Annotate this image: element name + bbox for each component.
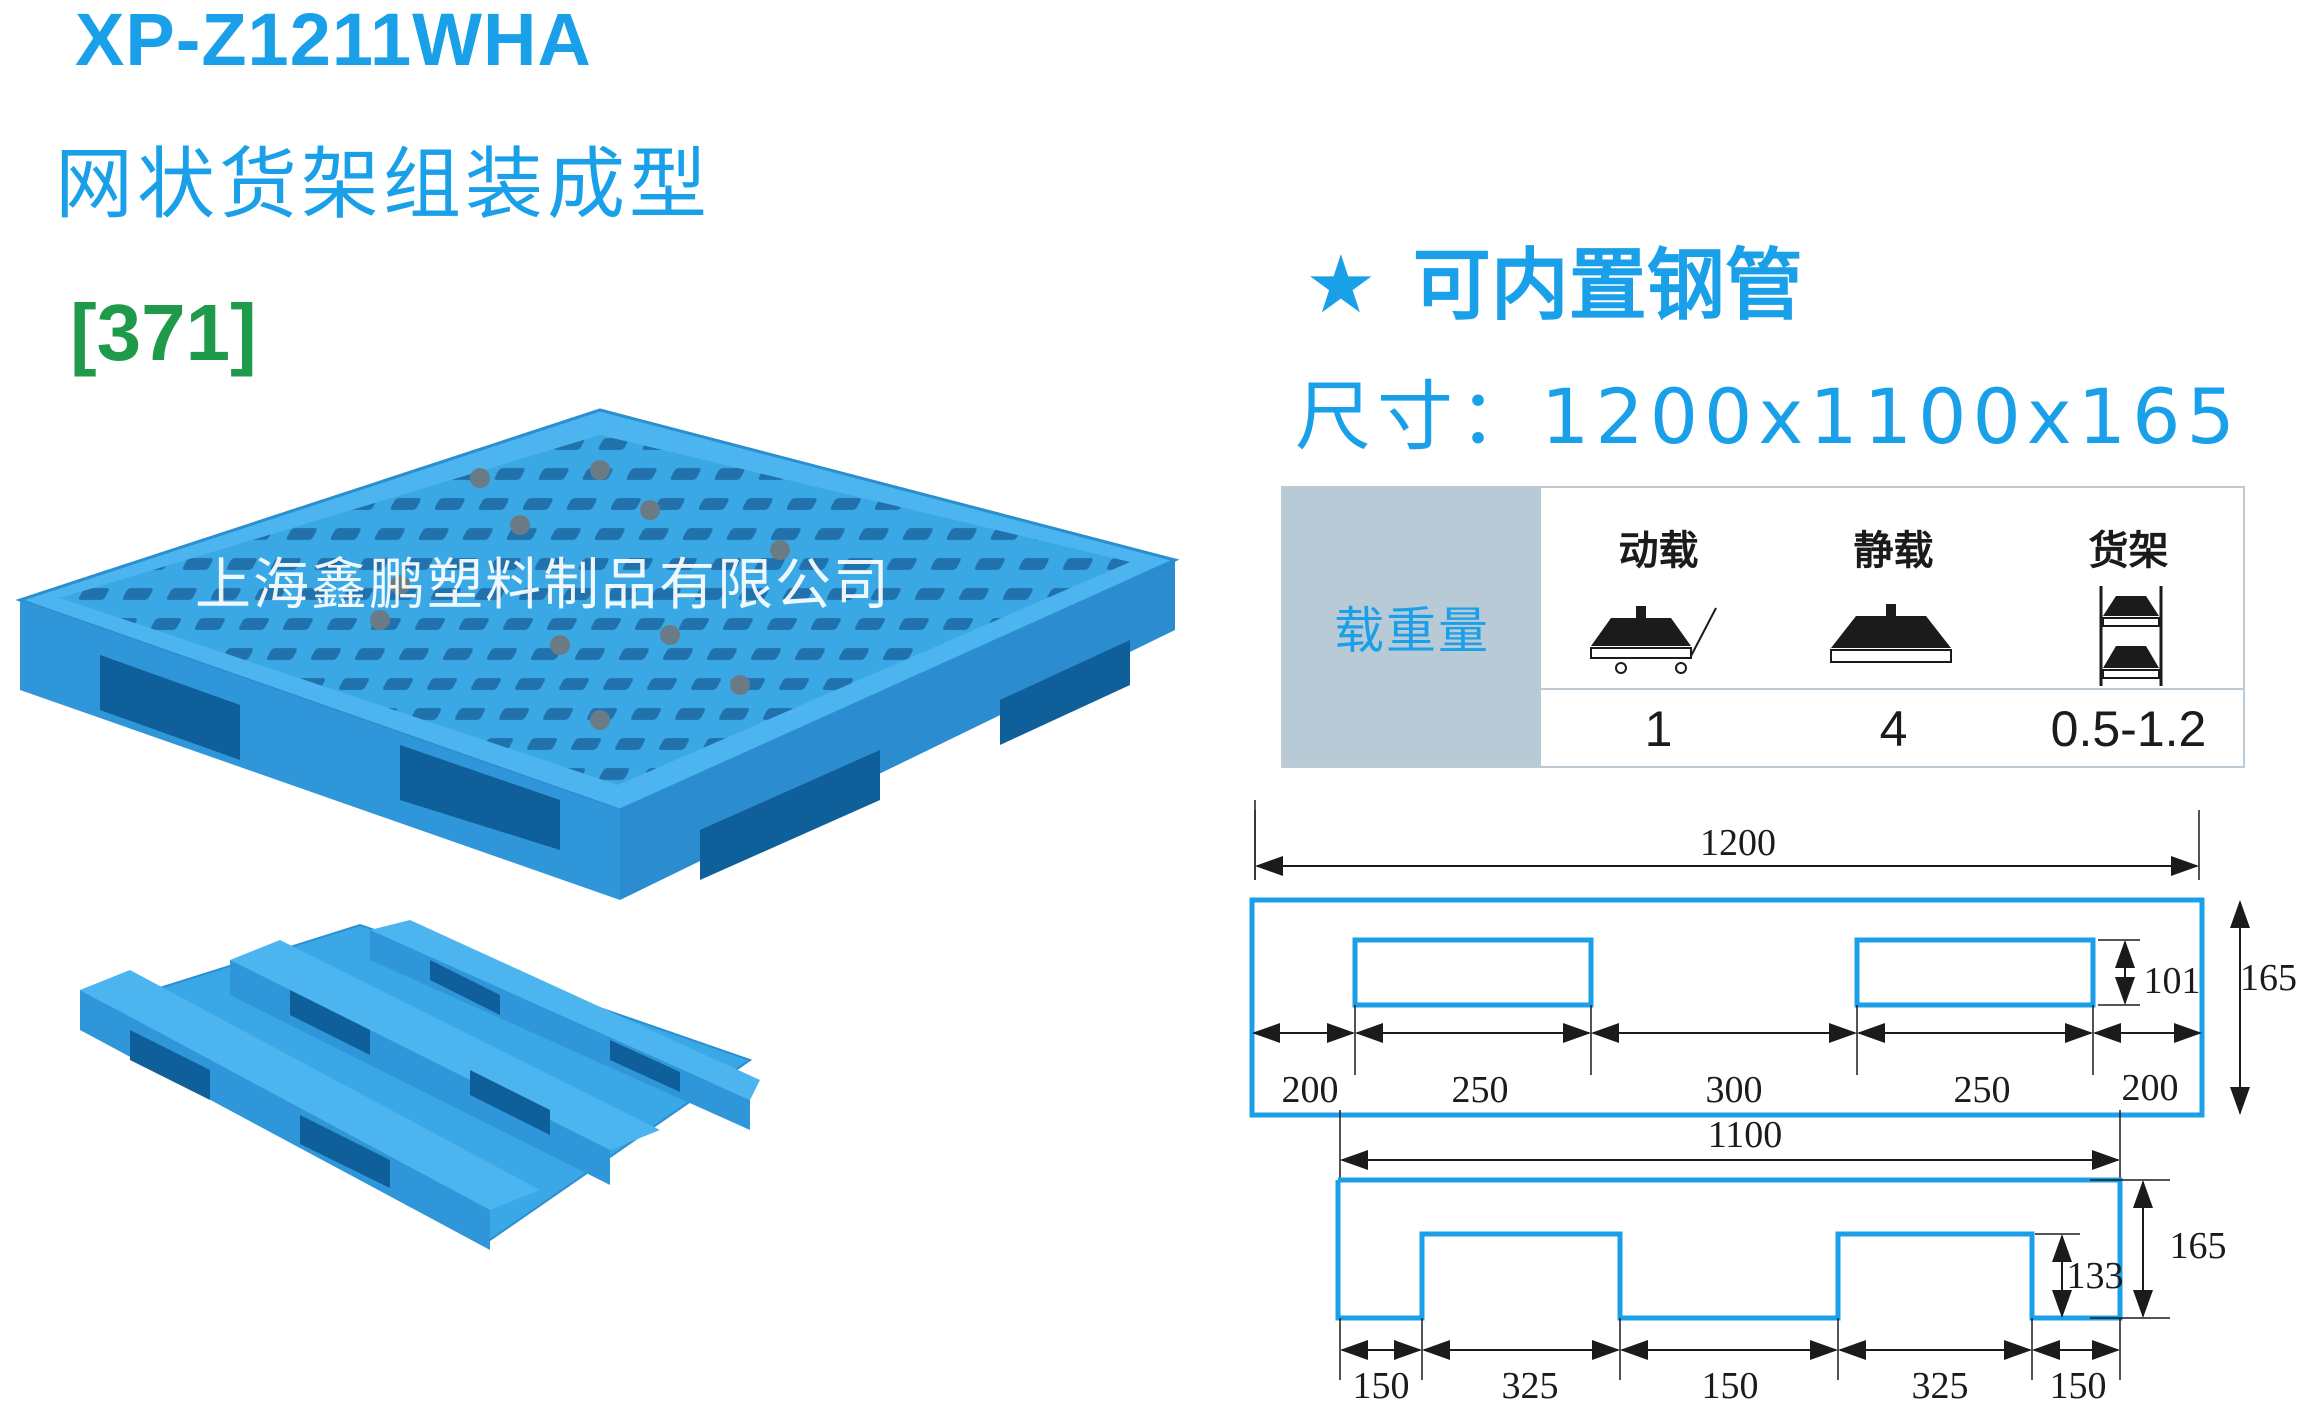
company-watermark: 上海鑫鹏塑料制品有限公司 [195, 553, 891, 618]
segment-label: 200 [1282, 1069, 1339, 1110]
load-label: 静载 [1853, 528, 1934, 574]
pallet-bottom-image [80, 920, 760, 1250]
segment-label: 250 [1452, 1069, 1509, 1110]
dim-opening-width-view: 133 [2067, 1255, 2124, 1297]
dim-overall-width: 1100 [1708, 1114, 1783, 1156]
dim-height-width-view: 165 [2170, 1225, 2227, 1267]
dimension-diagram-length: 1200 165 101 [1249, 800, 2297, 1118]
rack-load-icon [2099, 586, 2163, 686]
load-value: 4 [1879, 701, 1908, 757]
load-column-static: 静载 4 [1776, 488, 2011, 766]
load-value: 1 [1644, 701, 1673, 757]
load-label: 动载 [1618, 528, 1699, 574]
segment-label: 250 [1954, 1069, 2011, 1110]
feature-text: 可内置钢管 [1412, 241, 1803, 331]
dim-height-length-view: 165 [2240, 957, 2297, 999]
load-label: 货架 [2088, 528, 2169, 574]
segment-labels-length: 200 250 300 250 200 [1282, 1067, 2179, 1110]
size-value: 1200x1100x165 [1541, 372, 2241, 461]
load-capacity-table: 载重量 动载 1 静载 4 货架 [1281, 486, 2245, 768]
dimension-diagram-width: 1100 165 133 150 325 150 325 150 [1335, 1110, 2227, 1405]
model-number: XP-Z1211WHA [75, 0, 592, 81]
star-icon: ★ [1305, 238, 1377, 331]
segment-label: 300 [1706, 1069, 1763, 1110]
static-load-icon [1830, 604, 1952, 663]
load-value: 0.5-1.2 [2050, 701, 2207, 757]
load-table-header: 载重量 [1283, 488, 1541, 766]
load-column-rack: 货架 0.5-1.2 [2011, 488, 2246, 766]
segment-label: 325 [1502, 1365, 1559, 1405]
segment-label: 150 [1353, 1365, 1410, 1405]
dim-opening-length-view: 101 [2144, 960, 2201, 1002]
segment-label: 150 [1702, 1365, 1759, 1405]
load-column-dynamic: 动载 1 [1541, 488, 1776, 766]
segment-label: 325 [1912, 1365, 1969, 1405]
table-divider [1541, 688, 2245, 690]
dynamic-load-icon [1590, 606, 1717, 674]
pallet-top-image [15, 408, 1180, 900]
feature-line: ★ 可内置钢管 [1305, 238, 1803, 332]
size-line: 尺寸：1200x1100x165 [1295, 372, 2241, 462]
segment-label: 150 [2050, 1365, 2107, 1405]
size-label: 尺寸： [1295, 372, 1541, 461]
product-subtitle: 网状货架组装成型 [55, 140, 712, 230]
product-code: [371] [70, 288, 257, 377]
segment-label: 200 [2122, 1067, 2179, 1109]
dim-overall-length: 1200 [1700, 822, 1776, 864]
